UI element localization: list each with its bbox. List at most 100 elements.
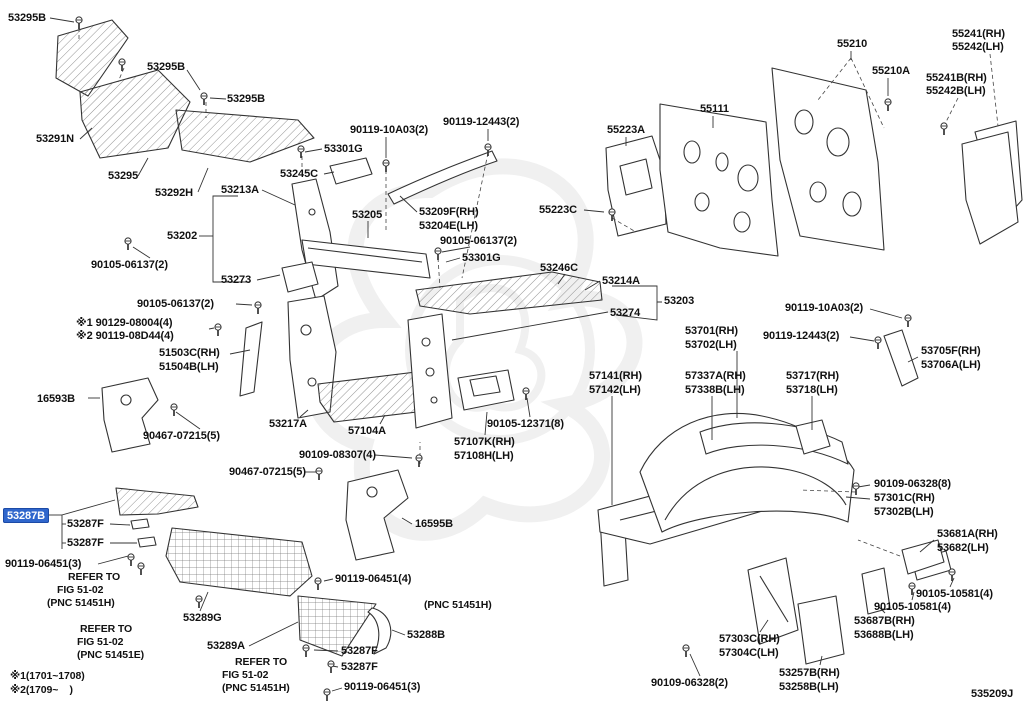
- part-label-57107k-rh[interactable]: 57107K(RH): [454, 436, 515, 448]
- fastener-label-90119-06451-3[interactable]: 90119-06451(3): [5, 558, 82, 570]
- part-label-57141-rh[interactable]: 57141(RH): [589, 370, 642, 382]
- note-label-pnc-51451h: (PNC 51451H): [424, 599, 492, 611]
- part-label-55242b-lh[interactable]: 55242B(LH): [926, 85, 986, 97]
- fastener-label-90119-10a03-2[interactable]: 90119-10A03(2): [350, 124, 429, 136]
- part-label-53203[interactable]: 53203: [664, 295, 695, 307]
- part-label-53273[interactable]: 53273: [221, 274, 252, 286]
- part-label-53295[interactable]: 53295: [108, 170, 139, 182]
- part-label-57338b-lh[interactable]: 57338B(LH): [685, 384, 745, 396]
- part-drawing-53705f: [883, 329, 919, 387]
- note-label-refer-to: REFER TO: [235, 656, 288, 668]
- part-label-53204e-lh[interactable]: 53204E(LH): [419, 220, 478, 232]
- part-label-53705f-rh[interactable]: 53705F(RH): [921, 345, 981, 357]
- part-label-53301g[interactable]: 53301G: [462, 252, 501, 264]
- part-label-55210[interactable]: 55210: [837, 38, 868, 50]
- part-label-53295b[interactable]: 53295B: [8, 12, 46, 24]
- part-label-53682-lh[interactable]: 53682(LH): [937, 542, 989, 554]
- part-label-57302b-lh[interactable]: 57302B(LH): [874, 506, 934, 518]
- part-label-55241b-rh[interactable]: 55241B(RH): [926, 72, 987, 84]
- part-label-53688b-lh[interactable]: 53688B(LH): [854, 629, 914, 641]
- part-label-55242-lh[interactable]: 55242(LH): [952, 41, 1004, 53]
- part-label-53687b-rh[interactable]: 53687B(RH): [854, 615, 915, 627]
- part-label-53213a[interactable]: 53213A: [221, 184, 259, 196]
- part-label-53295b[interactable]: 53295B: [147, 61, 185, 73]
- part-label-55223a[interactable]: 55223A: [607, 124, 645, 136]
- note-label-2-1709: ※2(1709~ ): [10, 684, 73, 696]
- fastener-label-90119-06451-3[interactable]: 90119-06451(3): [344, 681, 421, 693]
- fastener-label-2-90119-08d44-4[interactable]: ※2 90119-08D44(4): [76, 330, 174, 342]
- fastener-label-1-90129-08004-4[interactable]: ※1 90129-08004(4): [76, 317, 173, 329]
- part-label-53292h[interactable]: 53292H: [155, 187, 193, 199]
- part-label-53287f[interactable]: 53287F: [341, 661, 378, 673]
- part-label-53288b[interactable]: 53288B: [407, 629, 445, 641]
- fastener-label-90109-08307-4[interactable]: 90109-08307(4): [299, 449, 376, 461]
- part-label-53205[interactable]: 53205: [352, 209, 383, 221]
- fastener-label-90105-06137-2[interactable]: 90105-06137(2): [91, 259, 168, 271]
- fastener-label-90119-10a03-2[interactable]: 90119-10A03(2): [785, 302, 864, 314]
- part-label-16593b[interactable]: 16593B: [37, 393, 75, 405]
- part-label-53295b[interactable]: 53295B: [227, 93, 265, 105]
- fastener-label-90105-12371-8[interactable]: 90105-12371(8): [487, 418, 564, 430]
- part-label-53706a-lh[interactable]: 53706A(LH): [921, 359, 981, 371]
- part-label-53701-rh[interactable]: 53701(RH): [685, 325, 738, 337]
- fastener-label-90105-06137-2[interactable]: 90105-06137(2): [440, 235, 517, 247]
- part-drawing-53288b: [367, 607, 392, 655]
- part-label-53681a-rh[interactable]: 53681A(RH): [937, 528, 998, 540]
- part-label-53287f[interactable]: 53287F: [67, 537, 104, 549]
- part-label-57104a[interactable]: 57104A: [348, 425, 386, 437]
- part-label-53245c[interactable]: 53245C: [280, 168, 318, 180]
- fastener-label-90105-06137-2[interactable]: 90105-06137(2): [137, 298, 214, 310]
- figure-code-535209j: 535209J: [971, 688, 1014, 700]
- part-label-16595b[interactable]: 16595B: [415, 518, 453, 530]
- part-label-55111[interactable]: 55111: [700, 103, 729, 115]
- part-label-53202[interactable]: 53202: [167, 230, 198, 242]
- part-drawing-53205: [301, 239, 431, 279]
- part-label-55223c[interactable]: 55223C: [539, 204, 577, 216]
- part-label-53217a[interactable]: 53217A: [269, 418, 307, 430]
- part-drawing-53287b: [115, 487, 199, 516]
- part-label-57304c-lh[interactable]: 57304C(LH): [719, 647, 779, 659]
- part-label-55210a[interactable]: 55210A: [872, 65, 910, 77]
- part-label-57337a-rh[interactable]: 57337A(RH): [685, 370, 746, 382]
- part-label-57301c-rh[interactable]: 57301C(RH): [874, 492, 935, 504]
- fastener-label-90105-10581-4[interactable]: 90105-10581(4): [874, 601, 951, 613]
- part-label-53301g[interactable]: 53301G: [324, 143, 363, 155]
- part-label-53287f[interactable]: 53287F: [341, 645, 378, 657]
- part-label-53209f-rh[interactable]: 53209F(RH): [419, 206, 479, 218]
- part-label-53257b-rh[interactable]: 53257B(RH): [779, 667, 840, 679]
- part-drawings: [55, 19, 1023, 665]
- part-label-53702-lh[interactable]: 53702(LH): [685, 339, 737, 351]
- dashed-lines: [78, 28, 999, 557]
- fastener-label-90105-10581-4[interactable]: 90105-10581(4): [916, 588, 993, 600]
- part-label-55241-rh[interactable]: 55241(RH): [952, 28, 1005, 40]
- fastener-label-90109-06328-2[interactable]: 90109-06328(2): [651, 677, 728, 689]
- part-label-53289a[interactable]: 53289A: [207, 640, 245, 652]
- part-label-53258b-lh[interactable]: 53258B(LH): [779, 681, 839, 693]
- fastener-label-90467-07215-5[interactable]: 90467-07215(5): [143, 430, 220, 442]
- part-label-53717-rh[interactable]: 53717(RH): [786, 370, 839, 382]
- part-label-51503c-rh[interactable]: 51503C(RH): [159, 347, 220, 359]
- part-label-53289g[interactable]: 53289G: [183, 612, 222, 624]
- fastener-label-90119-12443-2[interactable]: 90119-12443(2): [763, 330, 840, 342]
- part-drawing-55241: [961, 131, 1019, 245]
- fastener-label-90109-06328-8[interactable]: 90109-06328(8): [874, 478, 951, 490]
- part-label-57108h-lh[interactable]: 57108H(LH): [454, 450, 514, 462]
- part-drawing-16593b: [101, 377, 159, 453]
- part-label-53287b[interactable]: 53287B: [3, 508, 49, 523]
- part-label-53274[interactable]: 53274: [610, 307, 641, 319]
- part-label-57142-lh[interactable]: 57142(LH): [589, 384, 641, 396]
- fastener-label-90119-06451-4[interactable]: 90119-06451(4): [335, 573, 412, 585]
- part-drawing-57303c: [747, 557, 799, 645]
- fastener-label-90119-12443-2[interactable]: 90119-12443(2): [443, 116, 520, 128]
- part-label-53718-lh[interactable]: 53718(LH): [786, 384, 838, 396]
- fastener-label-90467-07215-5[interactable]: 90467-07215(5): [229, 466, 306, 478]
- part-drawing-53273: [281, 261, 319, 293]
- part-drawing-53245c: [329, 157, 373, 185]
- part-label-53291n[interactable]: 53291N: [36, 133, 74, 145]
- part-label-53287f[interactable]: 53287F: [67, 518, 104, 530]
- part-label-51504b-lh[interactable]: 51504B(LH): [159, 361, 219, 373]
- part-label-53246c[interactable]: 53246C: [540, 262, 578, 274]
- part-label-57303c-rh[interactable]: 57303C(RH): [719, 633, 780, 645]
- part-label-53214a[interactable]: 53214A: [602, 275, 640, 287]
